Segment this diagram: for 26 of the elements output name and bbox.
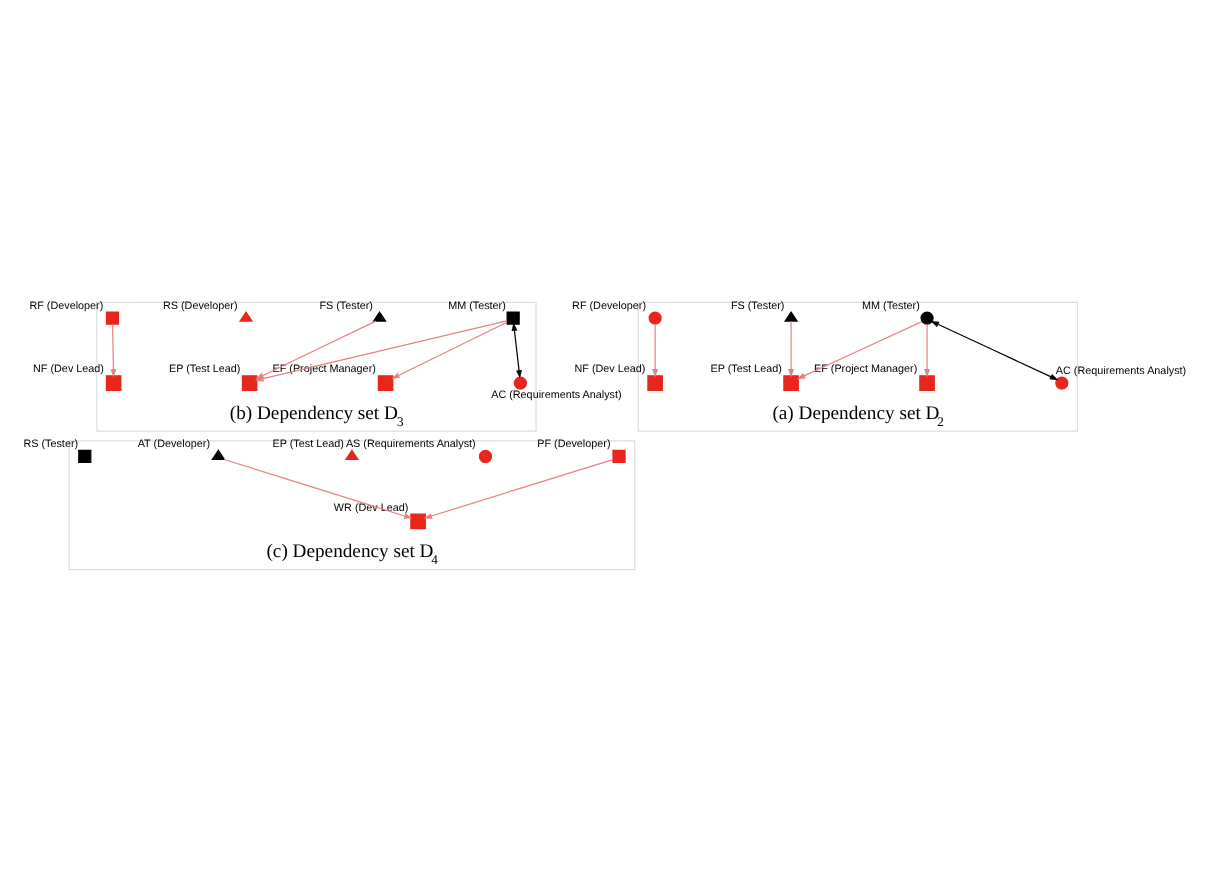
- arrow: [511, 322, 522, 379]
- node-circle: [920, 311, 934, 325]
- node-circle: [648, 311, 662, 325]
- arrow: [110, 323, 117, 378]
- node-box: [410, 513, 426, 530]
- node-box: [612, 449, 626, 464]
- node-circle: [1055, 376, 1069, 390]
- arrow: [652, 323, 659, 378]
- arrow: [223, 458, 413, 519]
- arrow: [924, 323, 930, 378]
- node-circle: [513, 376, 527, 390]
- node-box: [377, 375, 394, 391]
- node-box: [241, 375, 258, 391]
- node-circle: [478, 449, 493, 464]
- node-box: [78, 449, 92, 464]
- node-box: [506, 311, 520, 325]
- arrow: [930, 320, 1059, 381]
- arrow: [788, 320, 795, 378]
- arrow: [796, 321, 923, 380]
- node-box: [783, 375, 799, 391]
- arrow: [391, 321, 508, 380]
- node-box: [647, 375, 663, 391]
- node-box: [105, 375, 122, 391]
- node-box: [105, 311, 120, 325]
- arrow: [423, 459, 614, 519]
- node-box: [919, 375, 935, 391]
